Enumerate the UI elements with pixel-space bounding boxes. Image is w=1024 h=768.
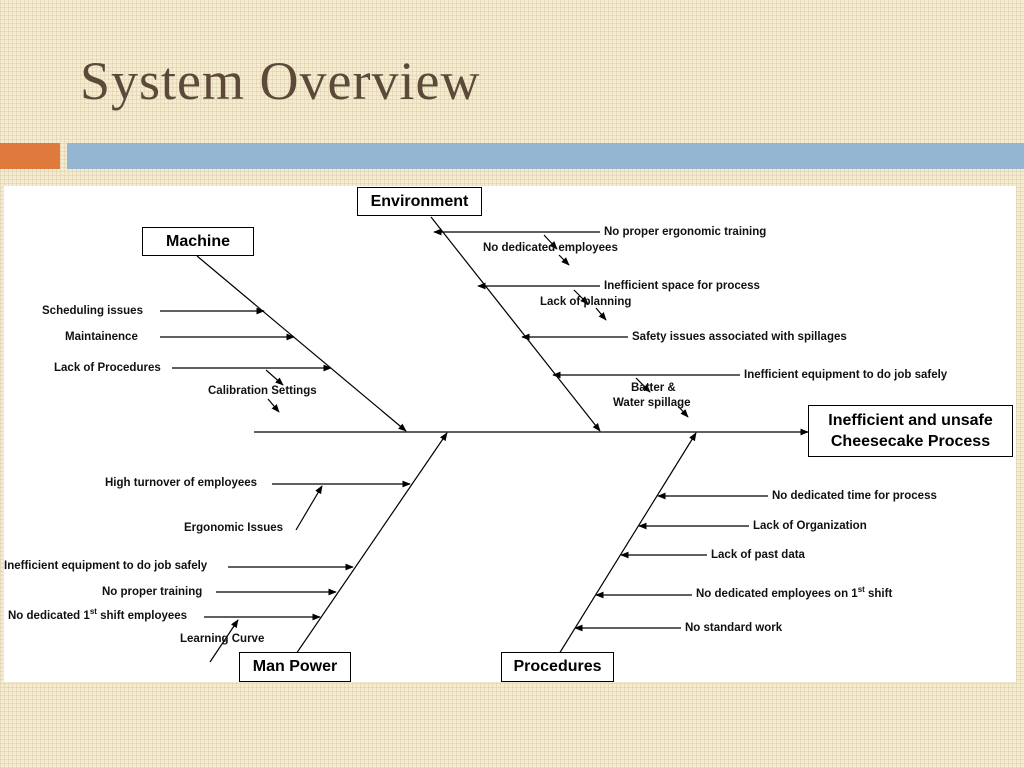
ordinal-suffix: st — [89, 607, 97, 617]
environment-cause-label: Inefficient equipment to do job safely — [744, 369, 948, 381]
machine-cause-label: Maintainence — [65, 331, 138, 343]
procedures-cause-label: No standard work — [685, 622, 783, 634]
machine-arrow-4 — [267, 398, 280, 413]
procedures-cause-label-shift: No dedicated employees on 1st shift — [696, 585, 893, 601]
ordinal-suffix: st — [857, 585, 865, 595]
man-power-cause-label: High turnover of employees — [105, 477, 258, 489]
fishbone-lines — [160, 216, 809, 663]
accent-bar-orange — [0, 143, 60, 169]
machine-bone — [196, 255, 407, 432]
category-environment: Environment — [357, 187, 482, 216]
man-power-cause-label: Inefficient equipment to do job safely — [4, 560, 208, 572]
environment-cause-label: Lack of planning — [540, 296, 632, 308]
env-arrow-1b — [543, 234, 558, 250]
env-arrow-6b — [635, 377, 651, 393]
procedures-cause-label: Lack of Organization — [753, 520, 867, 532]
label-part: No dedicated employees on 1 — [696, 588, 858, 600]
mp-arrow-2 — [295, 485, 323, 531]
category-machine: Machine — [142, 227, 254, 256]
procedures-cause-label: Lack of past data — [711, 549, 805, 561]
procedures-cause-label: No dedicated time for process — [772, 490, 937, 502]
label-part: shift — [864, 588, 893, 600]
machine-arrow-3b — [265, 369, 284, 386]
effect-line-2: Cheesecake Process — [830, 433, 991, 450]
env-arrow-2 — [558, 254, 570, 266]
man-power-bone — [295, 432, 448, 655]
man-power-cause-label-shift: No dedicated 1st shift employees — [8, 607, 188, 623]
env-arrow-7 — [677, 405, 689, 418]
mp-arrow-6 — [209, 619, 239, 663]
environment-cause-label: Batter & — [631, 382, 676, 394]
machine-cause-label: Scheduling issues — [42, 305, 143, 317]
machine-cause-label: Calibration Settings — [208, 385, 317, 397]
fishbone-diagram: Machine Environment Man Power Procedures… — [4, 186, 1016, 682]
procedures-bone — [558, 432, 697, 655]
environment-cause-label: No proper ergonomic training — [604, 226, 767, 238]
category-procedures: Procedures — [501, 652, 614, 682]
accent-bar-blue — [67, 143, 1024, 169]
environment-bone — [430, 216, 601, 432]
man-power-cause-label: Learning Curve — [180, 633, 265, 645]
environment-cause-label: Safety issues associated with spillages — [632, 331, 847, 343]
environment-cause-label: No dedicated employees — [483, 242, 618, 254]
effect-box: Inefficient and unsafe Cheesecake Proces… — [808, 405, 1013, 457]
environment-cause-label: Water spillage — [613, 397, 691, 409]
man-power-cause-label: Ergonomic Issues — [184, 522, 284, 534]
machine-cause-label: Lack of Procedures — [54, 362, 161, 374]
slide-title: System Overview — [80, 51, 481, 111]
env-arrow-4 — [595, 307, 607, 321]
env-arrow-3b — [573, 289, 589, 305]
man-power-cause-label: No proper training — [102, 586, 203, 598]
effect-line-1: Inefficient and unsafe — [828, 412, 993, 429]
label-part: shift employees — [96, 610, 188, 622]
label-part: No dedicated 1 — [8, 610, 90, 622]
category-man-power: Man Power — [239, 652, 351, 682]
environment-cause-label: Inefficient space for process — [604, 280, 760, 292]
